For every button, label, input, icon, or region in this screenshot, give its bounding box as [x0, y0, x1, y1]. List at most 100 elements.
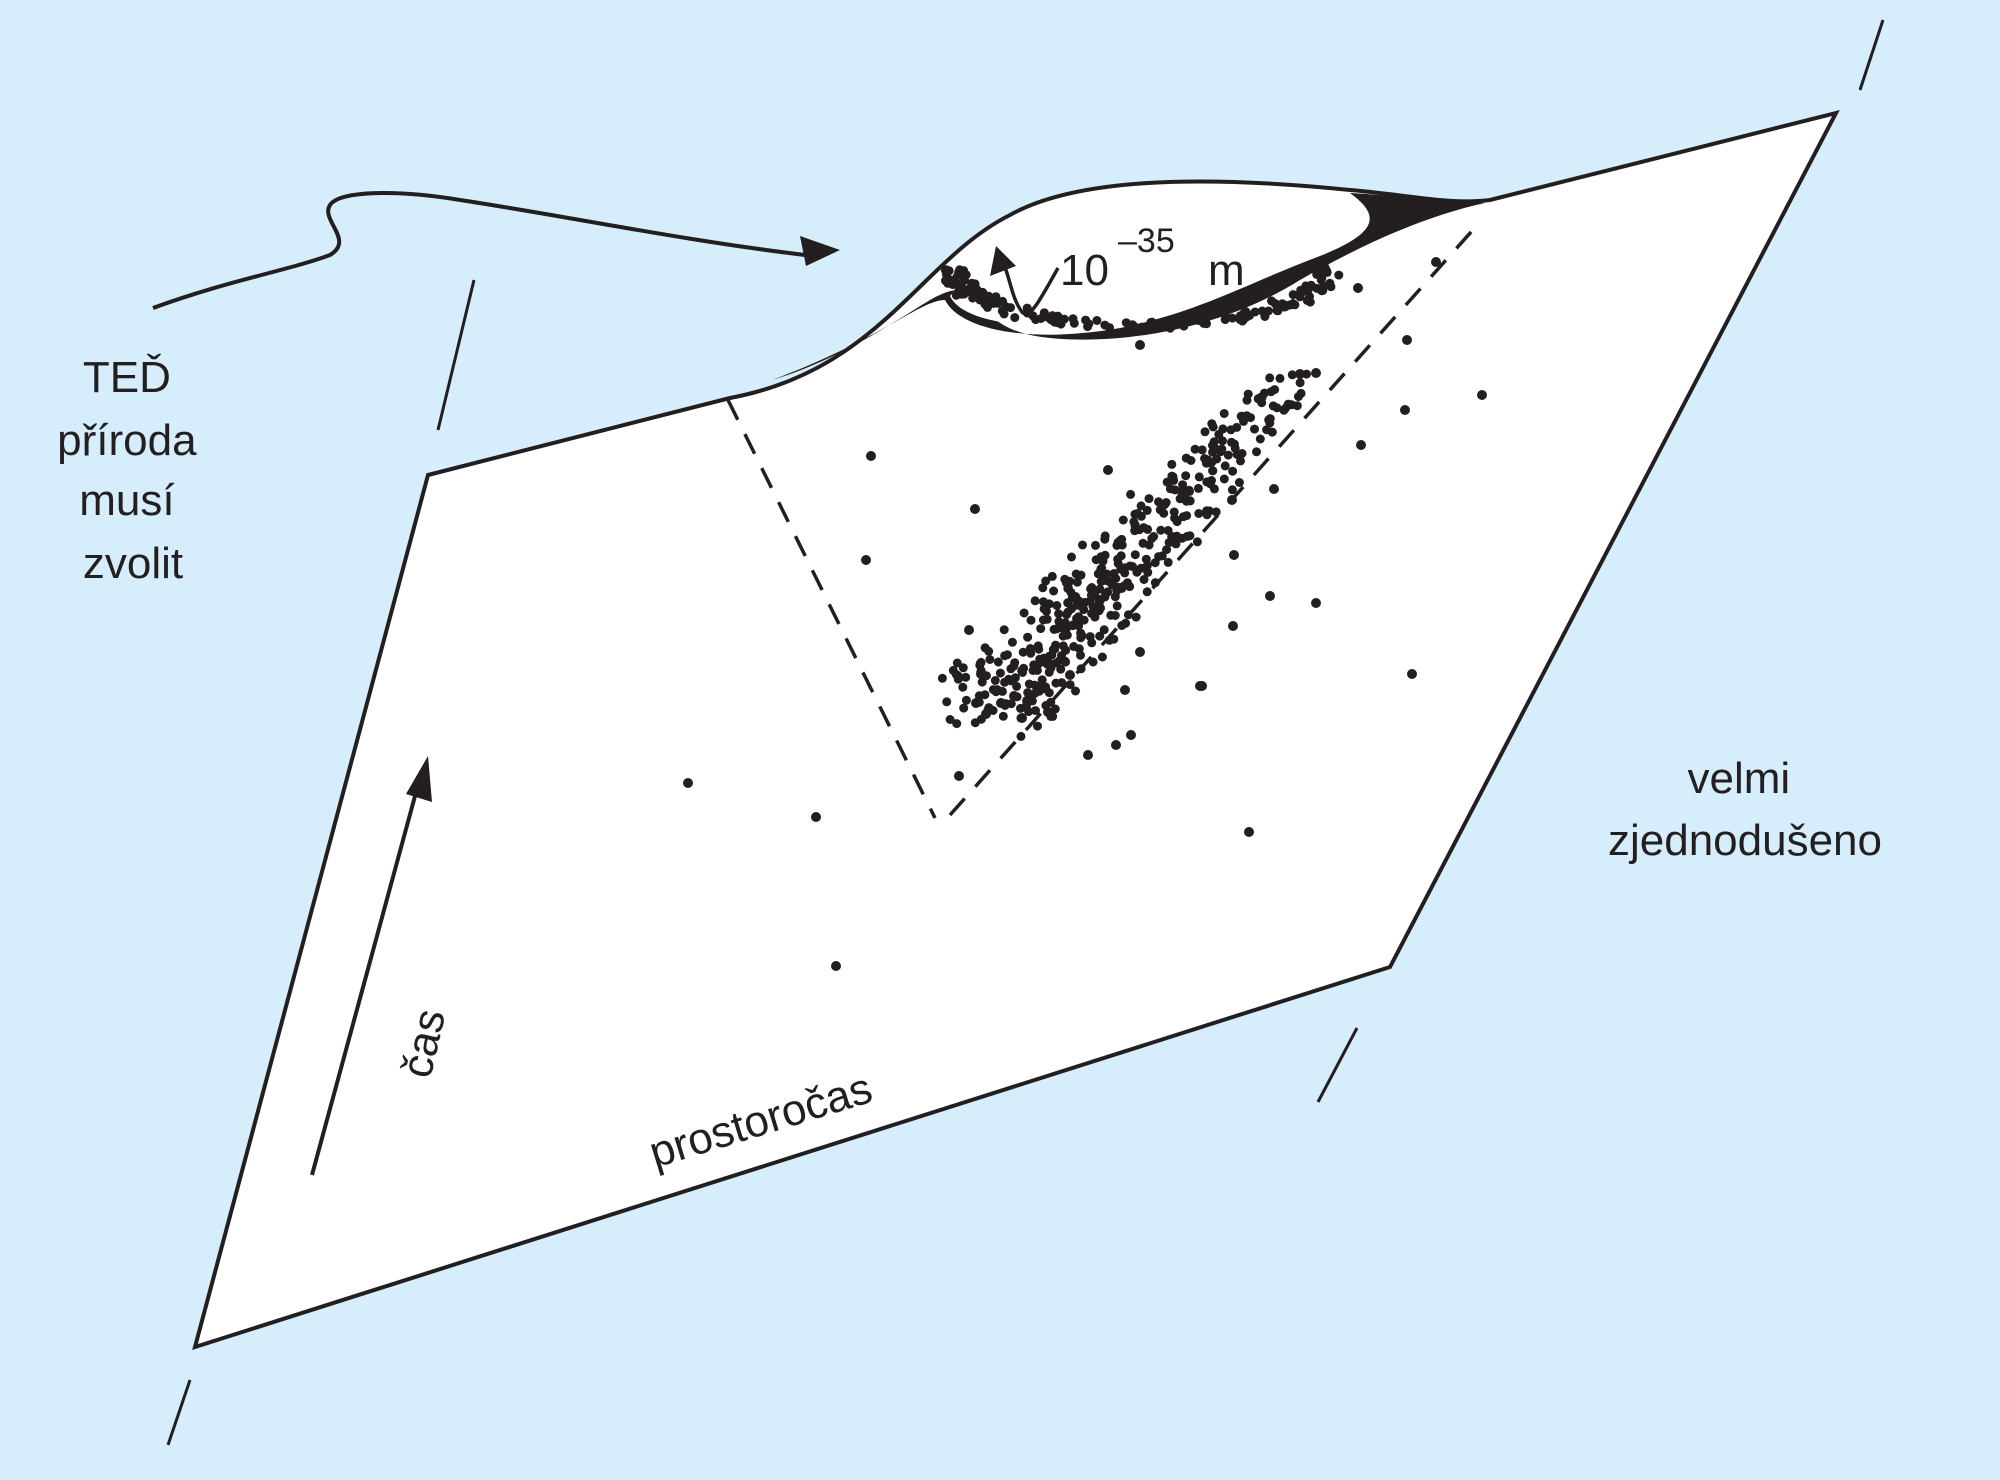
- particle-dot: [1326, 282, 1336, 292]
- particle-dot: [1078, 540, 1087, 550]
- particle-dot: [1194, 509, 1204, 518]
- particle-dot: [1165, 323, 1175, 333]
- particle-dot: [1400, 405, 1410, 415]
- particle-dot: [1100, 534, 1110, 544]
- particle-dot: [1096, 552, 1106, 562]
- particle-dot: [954, 771, 964, 781]
- particle-dot: [1257, 306, 1267, 316]
- particle-dot: [1036, 624, 1046, 634]
- particle-dot: [1199, 318, 1209, 328]
- particle-dot: [1180, 493, 1189, 503]
- particle-dot: [1058, 641, 1068, 651]
- particle-dot: [1139, 575, 1149, 584]
- particle-dot: [1126, 489, 1136, 499]
- particle-dot: [1178, 480, 1188, 490]
- particle-dot: [1065, 576, 1075, 586]
- particle-dot: [1207, 457, 1217, 467]
- particle-dot: [1137, 322, 1147, 332]
- particle-dot: [1067, 552, 1076, 562]
- particle-dot: [997, 306, 1007, 316]
- particle-dot: [984, 646, 994, 656]
- particle-dot: [1208, 466, 1218, 476]
- particle-dot: [1279, 302, 1289, 312]
- particle-dot: [948, 665, 958, 675]
- particle-dot: [1255, 434, 1265, 444]
- particle-dot: [1125, 561, 1135, 571]
- particle-dot: [1119, 581, 1129, 591]
- particle-dot: [991, 292, 1001, 302]
- particle-dot: [1242, 395, 1252, 405]
- particle-dot: [1157, 551, 1167, 561]
- particle-dot: [1192, 537, 1202, 547]
- particle-dot: [1334, 270, 1344, 280]
- particle-dot: [1163, 526, 1173, 535]
- particle-dot: [1117, 540, 1127, 550]
- particle-dot: [945, 715, 955, 724]
- particle-dot: [1237, 449, 1247, 458]
- particle-dot: [1159, 508, 1169, 518]
- particle-dot: [1356, 440, 1366, 450]
- particle-dot: [1120, 685, 1130, 695]
- particle-dot: [1000, 651, 1010, 661]
- particle-dot: [1223, 450, 1233, 460]
- particle-dot: [964, 625, 974, 635]
- particle-dot: [1146, 317, 1156, 327]
- particle-dot: [1185, 487, 1194, 496]
- scale-base: 10: [1060, 246, 1109, 295]
- particle-dot: [959, 703, 969, 713]
- particle-dot: [1287, 370, 1297, 380]
- now-pointer-arrowhead: [800, 236, 840, 266]
- particle-dot: [976, 657, 986, 667]
- particle-dot: [1254, 393, 1264, 403]
- scale-curl-arrowhead: [990, 246, 1016, 276]
- now-line-3: musí: [79, 476, 175, 525]
- particle-dot: [1275, 373, 1285, 383]
- particle-dot: [1163, 557, 1173, 567]
- particle-dot: [1109, 634, 1119, 644]
- particle-dot: [1197, 445, 1207, 455]
- particle-dot: [1051, 658, 1061, 668]
- particle-dot: [1167, 459, 1177, 469]
- particle-dot: [1144, 540, 1154, 550]
- particle-dot: [1069, 318, 1079, 328]
- particle-dot: [982, 291, 992, 301]
- particle-dot: [1234, 478, 1244, 487]
- particle-dot: [1087, 638, 1097, 648]
- particle-dot: [1202, 510, 1212, 520]
- particle-dot: [1229, 550, 1239, 560]
- particle-dot: [1135, 647, 1145, 657]
- particle-dot: [959, 272, 969, 282]
- particle-dot: [995, 668, 1005, 678]
- particle-dot: [1050, 704, 1060, 714]
- particle-dot: [1130, 520, 1140, 530]
- particle-dot: [1202, 477, 1212, 487]
- particle-dot: [811, 812, 821, 822]
- particle-dot: [1033, 721, 1042, 731]
- particle-dot: [1060, 618, 1070, 628]
- particle-dot: [1219, 474, 1229, 484]
- dashed-line-right: [948, 220, 1482, 817]
- particle-dot: [1131, 612, 1141, 622]
- particle-dot: [1235, 315, 1245, 325]
- particle-dot: [1169, 538, 1179, 548]
- particle-dot: [970, 504, 980, 514]
- particle-dot: [1219, 409, 1229, 418]
- particle-dot: [1279, 405, 1289, 415]
- particle-dot: [1181, 471, 1191, 481]
- particle-dot: [1043, 707, 1053, 717]
- particle-dot: [1208, 422, 1218, 432]
- particle-dot: [1172, 517, 1182, 527]
- particle-dot: [942, 697, 952, 707]
- particle-dot: [1018, 647, 1028, 657]
- particle-dot: [1262, 425, 1272, 435]
- particle-dot: [1065, 670, 1075, 680]
- particle-dot: [944, 266, 954, 276]
- particle-dot: [1113, 558, 1123, 568]
- scale-exponent: –35: [1118, 222, 1175, 260]
- particle-dot: [1250, 424, 1259, 434]
- particle-dot: [1091, 540, 1100, 550]
- particle-dot: [1024, 707, 1034, 717]
- particle-dot: [1016, 731, 1026, 741]
- particle-dot: [958, 663, 968, 673]
